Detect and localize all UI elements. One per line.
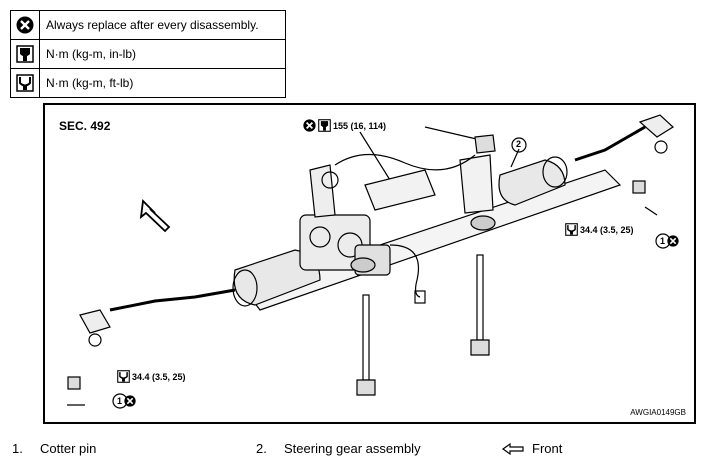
part-1-number-right: 1	[660, 236, 666, 246]
cross-circle-icon	[10, 10, 40, 40]
front-arrow-icon	[502, 442, 524, 455]
legend-replace-text: Always replace after every disassembly.	[39, 10, 286, 40]
torque-value-left: 34.4 (3.5, 25)	[132, 371, 186, 382]
steering-gear-illustration	[67, 114, 674, 409]
caption-number: 1.	[12, 441, 23, 456]
torque-value-top: 155 (16, 114)	[333, 120, 387, 131]
figure-code: AWGIA0149GB	[630, 408, 686, 417]
torque-wrench-inlb-icon	[10, 39, 40, 69]
caption-text: Front	[532, 441, 563, 456]
caption-item-1: 1. Cotter pin	[12, 441, 96, 456]
legend-row-torque-ftlb: N·m (kg-m, ft-lb)	[10, 68, 286, 98]
torque-value-right: 34.4 (3.5, 25)	[580, 224, 634, 235]
cross-circle-icon	[124, 395, 136, 407]
torque-callout-left: 34.4 (3.5, 25)	[117, 370, 186, 383]
steering-gear-diagram: SEC. 492 155 (16, 114) 2 34.4 (3.5, 25) …	[43, 103, 696, 424]
cotter-pin-callout-left: 1	[117, 395, 136, 407]
torque-wrench-ftlb-icon	[565, 223, 578, 236]
caption-number: 2.	[256, 441, 267, 456]
legend-row-replace: Always replace after every disassembly.	[10, 10, 286, 40]
torque-wrench-ftlb-icon	[10, 68, 40, 98]
torque-callout-right: 34.4 (3.5, 25)	[565, 223, 634, 236]
cross-circle-icon	[667, 235, 679, 247]
torque-wrench-ftlb-icon	[117, 370, 130, 383]
cotter-pin-callout-right: 1	[660, 235, 679, 247]
caption-front: Front	[502, 441, 562, 456]
caption-text: Cotter pin	[40, 441, 97, 456]
part-1-number-left: 1	[117, 396, 123, 406]
legend-torque-ftlb-text: N·m (kg-m, ft-lb)	[39, 68, 286, 98]
part-2-number: 2	[516, 139, 522, 149]
section-label: SEC. 492	[59, 119, 111, 133]
torque-callout-top: 155 (16, 114)	[303, 119, 386, 132]
caption-item-2: 2. Steering gear assembly	[256, 441, 421, 456]
caption-text: Steering gear assembly	[284, 441, 421, 456]
legend-torque-inlb-text: N·m (kg-m, in-lb)	[39, 39, 286, 69]
symbol-legend-table: Always replace after every disassembly. …	[10, 10, 286, 98]
cross-circle-icon	[303, 119, 316, 132]
torque-wrench-inlb-icon	[318, 119, 331, 132]
legend-row-torque-inlb: N·m (kg-m, in-lb)	[10, 39, 286, 69]
